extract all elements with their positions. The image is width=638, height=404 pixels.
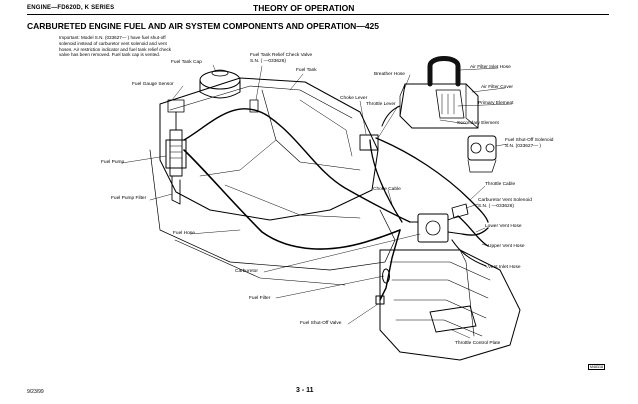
carb-vent-solenoid xyxy=(451,203,469,219)
fuel-shutoff-solenoid xyxy=(467,135,497,161)
label-primary-element: Primary Element xyxy=(478,101,514,106)
fuel-hose xyxy=(183,149,401,250)
label-fuel-shutoff-solenoid: Fuel Shut-Off Solenoid xyxy=(505,138,554,143)
label-fuel-tank-cap: Fuel Tank Cap xyxy=(171,60,202,65)
fuel-pump xyxy=(165,139,187,169)
footer-date: 9/23/99 xyxy=(27,389,44,395)
fuel-pump-filter xyxy=(171,175,181,205)
air-filter-cover xyxy=(435,89,465,119)
running-header-left: ENGINE—FD620D, K SERIES xyxy=(27,5,115,11)
page-number: 3 - 11 xyxy=(296,387,314,394)
carburetor xyxy=(417,213,449,243)
label-breather-hose: Breather Hose xyxy=(374,72,405,77)
label-carb-vent-solenoid: Carburetor Vent Solenoid xyxy=(478,198,532,203)
label-relief-check-valve: Fuel Tank Relief Check Valve xyxy=(250,53,313,58)
upper-vent-hose xyxy=(457,215,489,247)
label-fuel-hose: Fuel Hose xyxy=(173,231,195,236)
figure-id: M48318 xyxy=(588,364,605,370)
fuel-gauge-sensor xyxy=(167,99,185,113)
label-carburetor: Carburetor xyxy=(235,269,258,274)
header-rule xyxy=(27,14,609,15)
label-vent-inlet-hose: Vent Inlet Hose xyxy=(488,265,521,270)
relief-check-valve xyxy=(249,99,259,113)
label-secondary-element: Secondary Element xyxy=(457,121,499,126)
section-title: CARBURETED ENGINE FUEL AND AIR SYSTEM CO… xyxy=(27,21,379,31)
breather-hose xyxy=(381,105,401,127)
engine-block xyxy=(379,249,521,361)
label-lower-vent-hose: Lower Vent Hose xyxy=(485,224,522,229)
label-choke-cable: Choke Cable xyxy=(373,187,401,192)
throttle-control-plate xyxy=(429,305,477,333)
label-fuel-pump: Fuel Pump xyxy=(101,160,125,165)
label-throttle-lever: Throttle Lever xyxy=(366,102,396,107)
label-air-filter-inlet-hose: Air Filter Inlet Hose xyxy=(470,65,511,70)
label-relief-check-valve-sn: S.N. ( —033626) xyxy=(250,59,286,64)
running-header-title: THEORY OF OPERATION xyxy=(253,3,355,13)
label-carb-vent-solenoid-sn: S.N. ( —033626) xyxy=(478,204,514,209)
label-throttle-cable: Throttle Cable xyxy=(485,182,516,187)
important-note: Important: Model S.N. (033627— ) have fu… xyxy=(59,35,172,58)
label-throttle-control-plate: Throttle Control Plate xyxy=(455,341,501,346)
label-fuel-shutoff-solenoid-sn: S.N. (033627— ) xyxy=(505,144,541,149)
label-fuel-filter: Fuel Filter xyxy=(249,296,271,301)
label-fuel-shutoff-valve: Fuel Shut-Off Valve xyxy=(300,321,342,326)
label-fuel-gauge-sensor: Fuel Gauge Sensor xyxy=(132,82,174,87)
label-air-filter-cover: Air Filter Cover xyxy=(481,85,513,90)
air-filter-inlet-hose xyxy=(427,56,461,87)
label-fuel-tank: Fuel Tank xyxy=(296,68,317,73)
fuel-tank-shape xyxy=(159,77,379,221)
choke-cable xyxy=(369,139,403,223)
label-fuel-pump-filter: Fuel Pump Filter xyxy=(111,196,147,201)
vent-inlet-hose xyxy=(451,239,487,267)
frame-outline xyxy=(149,149,396,271)
throttle-cable xyxy=(375,137,489,223)
label-choke-lever: Choke Lever xyxy=(340,96,368,101)
label-upper-vent-hose: Upper Vent Hose xyxy=(488,244,525,249)
fuel-filter xyxy=(382,268,390,284)
